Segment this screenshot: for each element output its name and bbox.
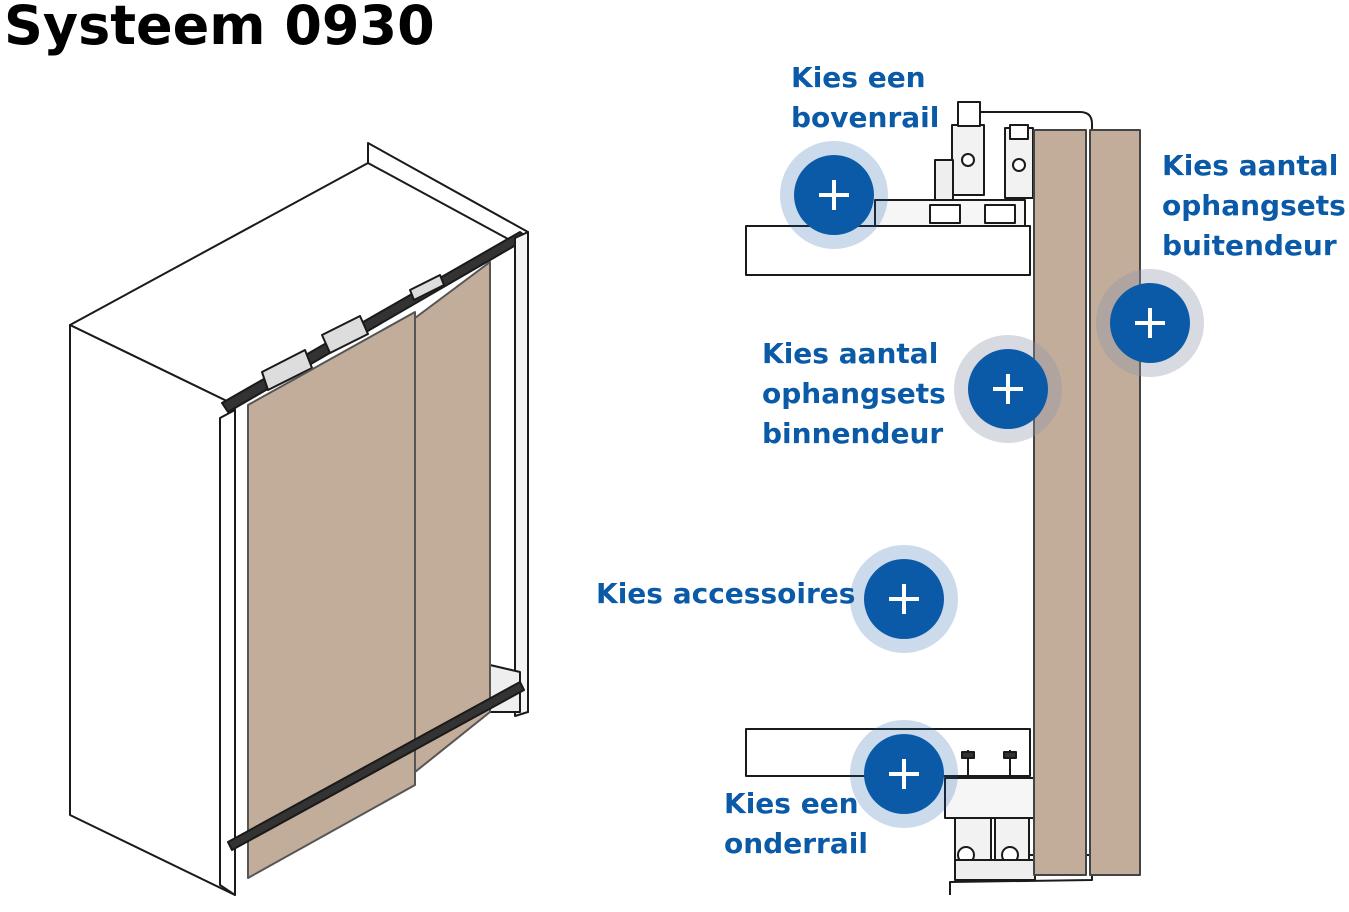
inner-hangers-button[interactable] — [954, 335, 1062, 443]
label-outer-hangers: Kies aantal ophangsets buitendeur — [1162, 149, 1346, 262]
plus-icon — [1135, 308, 1165, 338]
bottom-rail-button[interactable] — [850, 720, 958, 828]
outer-hangers-button[interactable] — [1096, 269, 1204, 377]
accessories-button[interactable] — [850, 545, 958, 653]
plus-icon — [819, 180, 849, 210]
top-rail-button[interactable] — [780, 141, 888, 249]
plus-icon — [889, 584, 919, 614]
plus-icon — [993, 374, 1023, 404]
page-title: Systeem 0930 — [4, 0, 435, 57]
plus-icon — [889, 759, 919, 789]
label-accessories: Kies accessoires — [596, 577, 856, 610]
label-bottom-rail: Kies een onderrail — [724, 787, 868, 860]
label-top-rail: Kies een bovenrail — [791, 61, 940, 134]
label-inner-hangers: Kies aantal ophangsets binnendeur — [762, 337, 946, 450]
wardrobe-illustration — [69, 142, 529, 896]
